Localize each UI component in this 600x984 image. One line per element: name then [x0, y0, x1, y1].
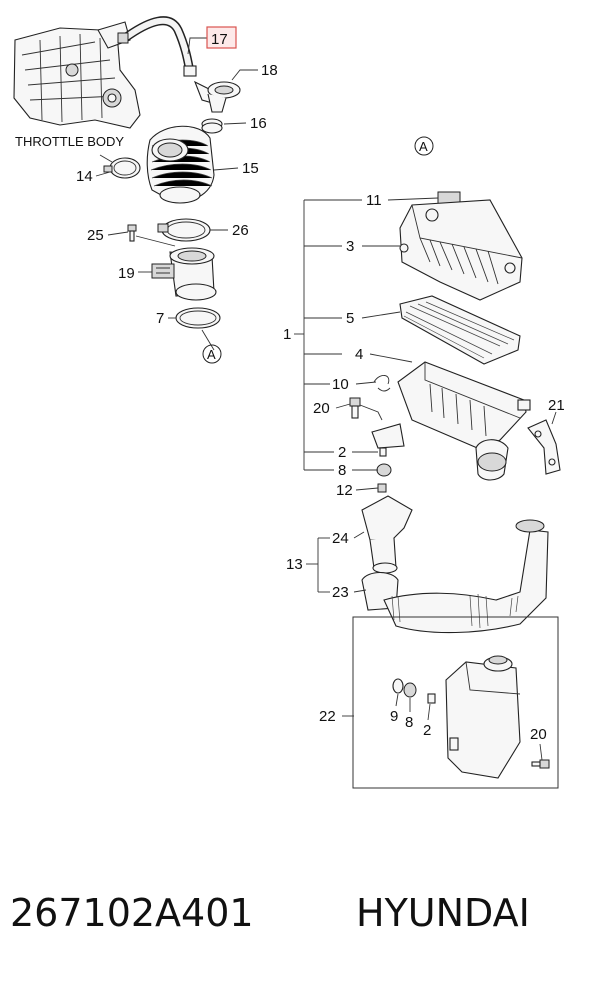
callout-11: 11 — [366, 192, 382, 209]
callout-12: 12 — [336, 482, 353, 499]
part-3-cleaner-cover — [399, 199, 523, 301]
callout-14: 14 — [76, 168, 93, 185]
callout-1: 1 — [283, 326, 291, 343]
callout-22: 22 — [319, 708, 336, 725]
throttle-body-label: THROTTLE BODY — [15, 134, 124, 149]
callout-15: 15 — [242, 160, 259, 177]
callout-7: 7 — [156, 310, 164, 327]
part-4-cleaner-body — [371, 361, 531, 481]
leader-lines — [95, 37, 557, 761]
part-22-frame — [352, 616, 559, 789]
footer: 267102A401 HYUNDAI — [10, 891, 530, 935]
callout-25: 25 — [87, 227, 104, 244]
callout-10: 10 — [332, 376, 349, 393]
ref-circle-a-right — [414, 136, 434, 156]
part-14-clamp — [103, 157, 141, 179]
callout-2-lower: 2 — [423, 722, 431, 739]
callout-19: 19 — [118, 265, 135, 282]
callouts: 17 18 16 THROTTLE BODY 15 14 26 25 19 7 … — [15, 26, 565, 743]
part-2-grommet-upper — [379, 447, 387, 457]
callout-16: 16 — [250, 115, 267, 132]
callout-24: 24 — [332, 530, 349, 547]
part-7-o-ring — [175, 307, 221, 329]
callout-2-upper: 2 — [338, 444, 346, 461]
callout-5: 5 — [346, 310, 354, 327]
callout-13: 13 — [286, 556, 303, 573]
callout-20-upper: 20 — [313, 400, 330, 417]
part-2-grommet-lower — [427, 693, 436, 704]
part-19-airflow-sensor — [151, 247, 217, 301]
part-9-washer — [392, 678, 404, 694]
callout-20-lower: 20 — [530, 726, 547, 743]
callout-9: 9 — [390, 708, 398, 725]
callout-17: 17 — [211, 31, 228, 48]
part-12-bolt — [377, 483, 387, 493]
part-8-mount-upper — [376, 463, 392, 477]
callout-21: 21 — [548, 397, 565, 414]
part-15-intake-hose — [146, 125, 215, 204]
callout-26: 26 — [232, 222, 249, 239]
part-26-clamp — [157, 218, 211, 242]
part-25-bolt — [127, 224, 176, 247]
part-20-bolt-upper — [349, 397, 383, 421]
ref-circle-a-left — [202, 344, 222, 364]
part-21-bracket — [527, 419, 561, 475]
callout-3: 3 — [346, 238, 354, 255]
callout-4: 4 — [355, 346, 363, 363]
highlight-box-17 — [206, 26, 237, 49]
engine-block-drawing — [13, 21, 141, 129]
part-24-resonator — [361, 495, 413, 574]
callout-23: 23 — [332, 584, 349, 601]
callout-8-upper: 8 — [338, 462, 346, 479]
part-17-breather-hose — [117, 16, 197, 77]
part-18-connector — [193, 80, 241, 113]
callout-8-lower: 8 — [405, 714, 413, 731]
part-10-clip — [373, 375, 391, 392]
footer-brand: HYUNDAI — [356, 891, 530, 935]
part-20-bolt-lower — [531, 759, 550, 769]
callout-18: 18 — [261, 62, 278, 79]
part-22-resonator-tank — [445, 655, 521, 779]
part-8-mount-lower — [403, 682, 417, 698]
ref-a-left: A — [207, 347, 216, 362]
part-23-duct-hose — [361, 519, 549, 634]
footer-part-number: 267102A401 — [10, 891, 254, 935]
part-5-filter-element — [399, 295, 521, 365]
part-16-clamp — [201, 118, 223, 134]
ref-a-right: A — [419, 139, 428, 154]
